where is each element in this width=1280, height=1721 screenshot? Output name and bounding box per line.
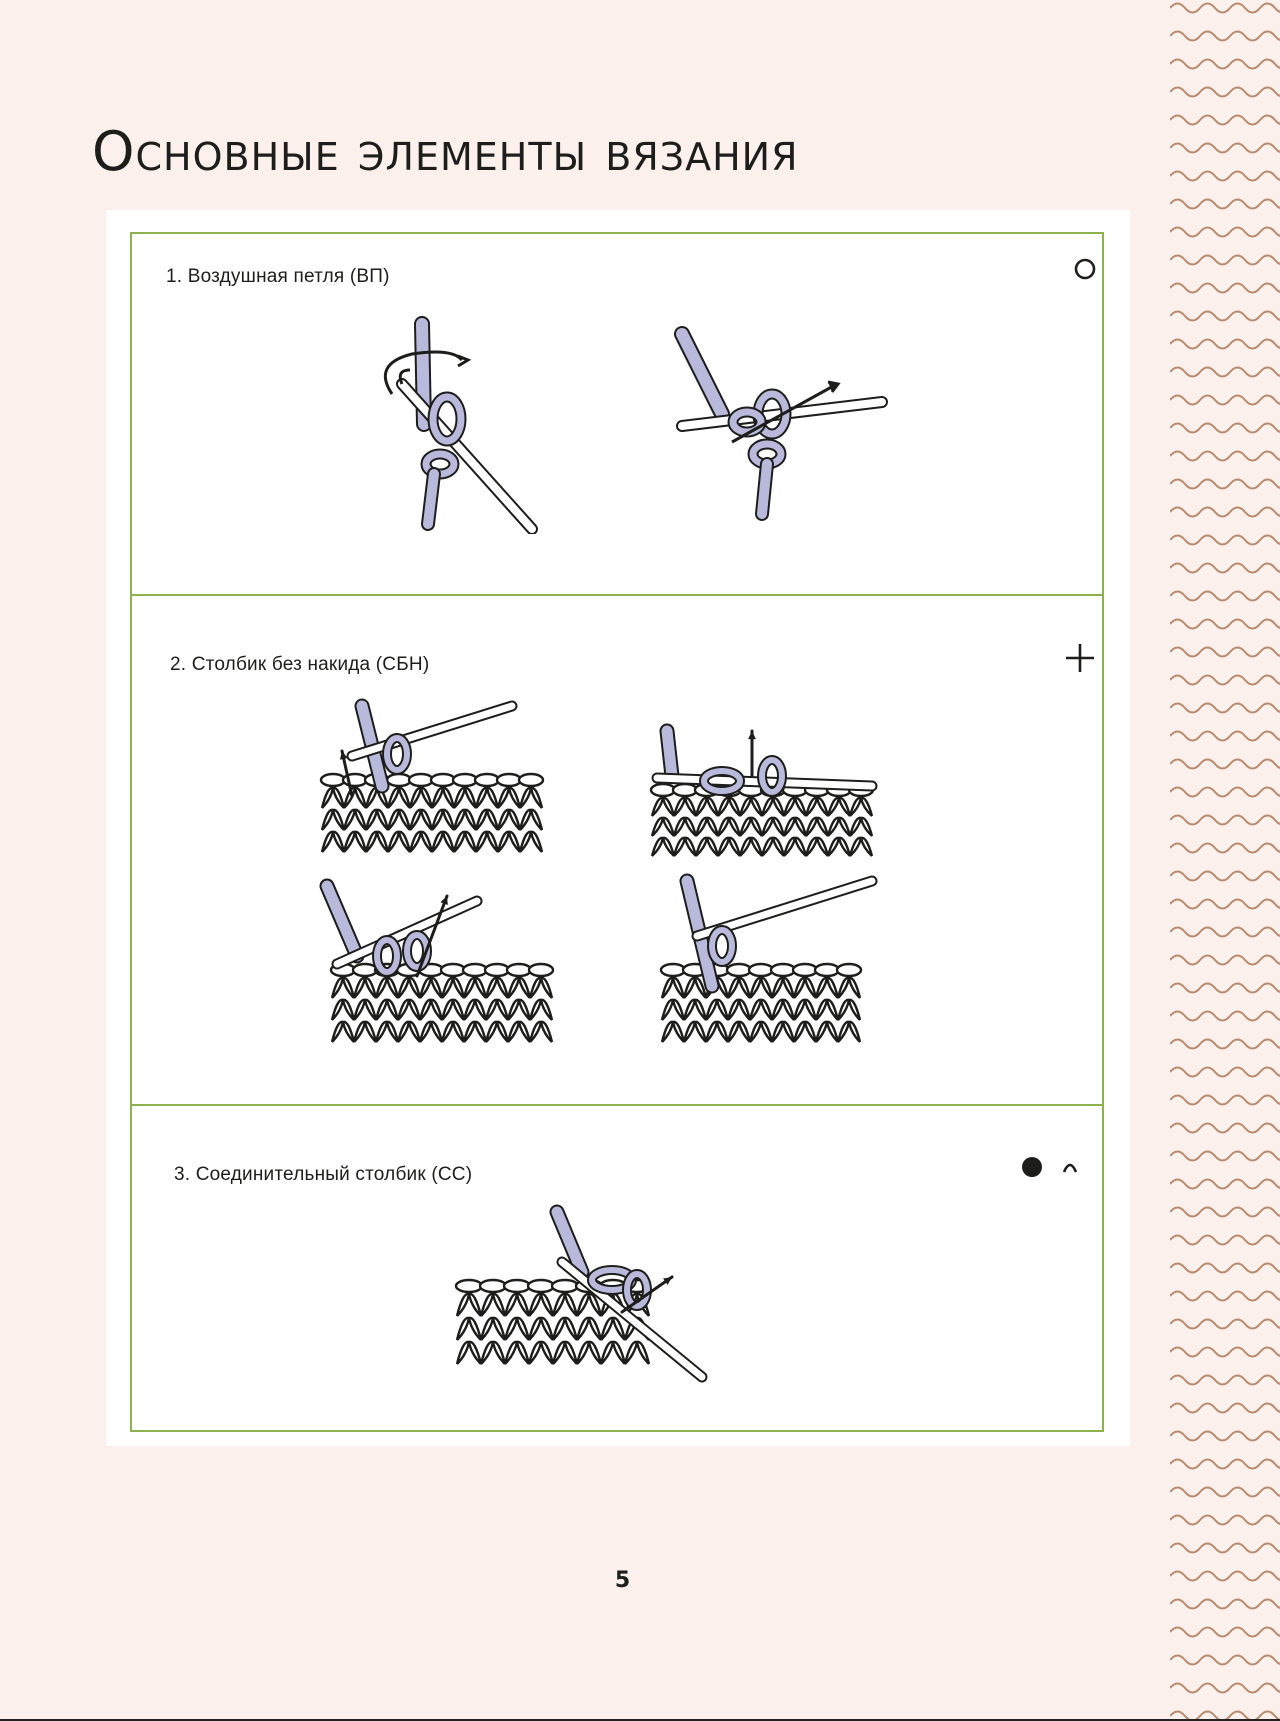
section-title: 3. Соединительный столбик (СС) <box>174 1164 473 1185</box>
section-slip-stitch: 3. Соединительный столбик (СС) <box>130 1104 1104 1432</box>
section-title: 2. Столбик без накида (СБН) <box>170 654 430 675</box>
page-number: 5 <box>614 1568 631 1593</box>
single-crochet-step-4-illustration <box>659 873 878 1043</box>
single-crochet-step-3-illustration <box>319 878 555 1043</box>
chain-stitch-step-2-illustration <box>674 326 888 521</box>
circle-open-icon <box>1074 258 1096 280</box>
page-title: Основные элементы вязания <box>92 120 799 183</box>
chain-stitch-step-1-illustration <box>383 316 538 534</box>
single-crochet-step-2-illustration <box>649 723 878 857</box>
slip-stitch-illustration <box>454 1204 708 1383</box>
dot-and-arc-icon <box>1022 1157 1078 1177</box>
single-crochet-step-1-illustration <box>319 698 545 853</box>
decorative-wave-border <box>1170 2 1280 1721</box>
plus-icon <box>1066 644 1094 672</box>
bottom-rule <box>0 1719 1280 1721</box>
instruction-panel: 1. Воздушная петля (ВП) <box>118 222 1118 1434</box>
section-single-crochet: 2. Столбик без накида (СБН) <box>130 594 1104 1106</box>
section-title: 1. Воздушная петля (ВП) <box>166 266 390 287</box>
section-chain-stitch: 1. Воздушная петля (ВП) <box>130 232 1104 596</box>
